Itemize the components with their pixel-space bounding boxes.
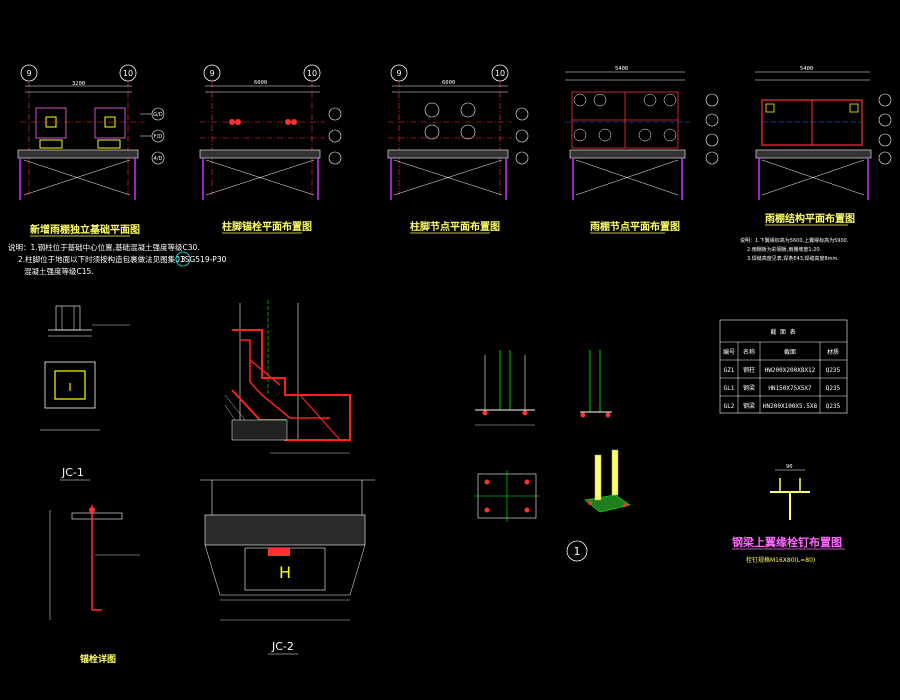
- axis-label-left: 9: [26, 69, 31, 78]
- table-cell: Q235: [826, 385, 841, 392]
- detail-column-base: 1: [474, 350, 631, 562]
- plan-foundation: 9 10 3200 G/D F/D 4/D 新增雨棚独立基础平面图: [17, 64, 165, 237]
- row-axis-1: G/D: [153, 112, 163, 118]
- plan-title: 雨棚节点平面布置图: [590, 220, 680, 233]
- table-header: 名称: [743, 348, 755, 356]
- table-title: 截 面 表: [770, 328, 795, 336]
- table-cell: 钢梁: [743, 402, 755, 410]
- table-cell: GL1: [724, 385, 735, 392]
- dim-top: 6000: [254, 80, 267, 86]
- dim-top: 3200: [72, 81, 85, 87]
- note-line-1: 说明：1.下翼缘标高为5600,上翼缘标高为5900.: [740, 237, 849, 244]
- dim-top: 5400: [615, 66, 628, 72]
- axis-label-left: 9: [209, 69, 214, 78]
- stud-subtitle: 栓钉规格M16X80(L=80): [746, 556, 815, 564]
- note-line-2: 2.柱脚位于地面以下时须按构造包裹做法见图集01SG519-P30: [18, 254, 227, 264]
- table-header: 编号: [723, 348, 735, 356]
- column-section-letter: I: [68, 381, 71, 394]
- detail-jc2: H JC-2: [200, 479, 375, 655]
- axis-label-right: 10: [123, 69, 133, 78]
- detail-anchor-bolt: 锚栓详图: [49, 505, 140, 665]
- note-line-1: 说明：1.钢柱位于基础中心位置,基础混凝土强度等级C30.: [8, 242, 200, 252]
- axis-label-right: 10: [495, 69, 505, 78]
- detail-ref-number: 1: [574, 545, 581, 558]
- plan-canopy-nodes: 5400 雨棚节点平面布置图: [565, 66, 719, 234]
- notes-left: 说明：1.钢柱位于基础中心位置,基础混凝土强度等级C30. 2.柱脚位于地面以下…: [8, 242, 227, 276]
- plan-title: 雨棚结构平面布置图: [765, 212, 855, 225]
- row-axis-2: F/D: [154, 134, 163, 140]
- plan-column-base: 9 10 6000 柱脚节点平面布置图: [387, 64, 529, 234]
- stud-dim: 90: [786, 464, 793, 470]
- dim-top: 5400: [800, 66, 813, 72]
- detail-label: JC-2: [271, 640, 294, 653]
- plan-title: 柱脚节点平面布置图: [410, 220, 500, 233]
- row-axis-3: 4/D: [154, 156, 163, 162]
- detail-label: JC-1: [61, 466, 84, 479]
- axis-label-right: 10: [307, 69, 317, 78]
- table-cell: GZ1: [724, 367, 735, 374]
- detail-ref-number: 3: [181, 255, 186, 264]
- table-header: 材质: [827, 348, 839, 356]
- plan-title: 柱脚锚栓平面布置图: [222, 220, 312, 233]
- dim-top: 6000: [442, 80, 455, 86]
- stud-title: 钢梁上翼缘栓钉布置图: [732, 535, 842, 549]
- table-cell: 钢梁: [743, 384, 755, 392]
- detail-jc1: I JC-1: [40, 305, 130, 481]
- table-header: 截面: [784, 348, 796, 356]
- plan-title: 新增雨棚独立基础平面图: [30, 223, 140, 236]
- note-line-3: 3.焊缝高度见表,焊条E43,焊缝高度8mm.: [747, 255, 839, 262]
- column-section-letter: H: [279, 563, 291, 582]
- table-cell: HN150X75X5X7: [768, 385, 812, 392]
- table-cell: 钢柱: [743, 366, 755, 374]
- detail-label: 锚栓详图: [80, 653, 116, 665]
- detail-encasement-section: [224, 300, 351, 454]
- plan-anchor-bolts: 9 10 6000 柱脚锚栓平面布置图: [199, 64, 342, 234]
- table-cell: GL2: [724, 403, 735, 410]
- section-table: 截 面 表 编号 名称 截面 材质 GZ1 钢柱 HW200X200X8X12 …: [719, 319, 848, 414]
- detail-ref-bubble: [175, 251, 191, 267]
- table-cell: Q235: [826, 403, 841, 410]
- note-line-3: 混凝土强度等级C15.: [24, 266, 94, 276]
- table-cell: Q235: [826, 367, 841, 374]
- axis-label-left: 9: [396, 69, 401, 78]
- plan-canopy-structure: 5400 雨棚结构平面布置图: [755, 66, 892, 226]
- notes-right: 说明：1.下翼缘标高为5600,上翼缘标高为5900. 2.雨棚板为彩钢板,雨棚…: [740, 237, 849, 262]
- note-line-2: 2.雨棚板为彩钢板,雨棚坡度1:20.: [747, 246, 822, 253]
- table-cell: HW200X200X8X12: [765, 367, 816, 374]
- detail-stud: 90 钢梁上翼缘栓钉布置图 栓钉规格M16X80(L=80): [732, 464, 845, 564]
- table-cell: HN200X100X5.5X8: [763, 403, 818, 410]
